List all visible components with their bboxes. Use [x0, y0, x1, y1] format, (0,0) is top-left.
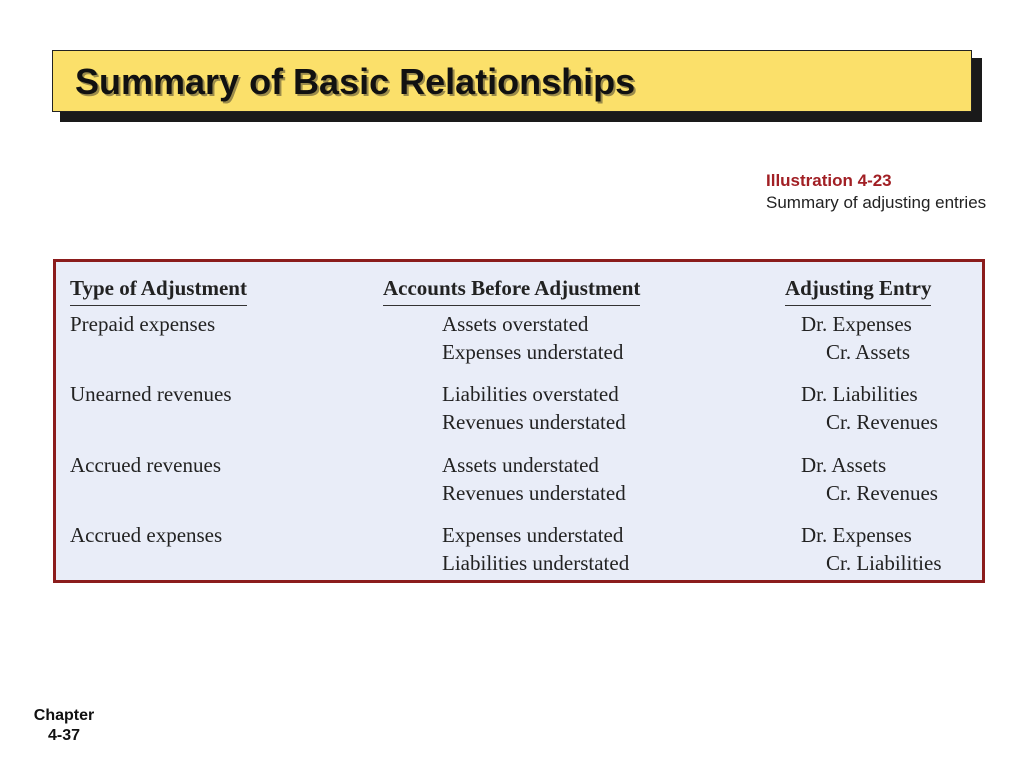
- row-credit-entry: Cr. Revenues: [826, 481, 938, 505]
- row-debit-entry: Dr. Liabilities: [801, 382, 918, 406]
- illustration-caption: Illustration 4-23 Summary of adjusting e…: [766, 170, 1006, 214]
- header-adjusting-entry: Adjusting Entry: [785, 276, 932, 306]
- header-accounts-before-adjustment: Accounts Before Adjustment: [383, 276, 641, 306]
- row-debit-entry: Dr. Expenses: [801, 523, 912, 547]
- row-account-line: Revenues understated: [442, 410, 626, 434]
- row-account-line: Liabilities overstated: [442, 382, 619, 406]
- header-type-of-adjustment: Type of Adjustment: [70, 276, 247, 306]
- illustration-text: Summary of adjusting entries: [766, 193, 987, 212]
- row-credit-entry: Cr. Assets: [826, 340, 911, 364]
- row-account-line: Expenses understated: [442, 523, 624, 547]
- row-type: Accrued revenues: [70, 453, 221, 477]
- slide-title: Summary of Basic Relationships: [75, 61, 636, 102]
- adjustments-table: Type of Adjustment Accounts Before Adjus…: [53, 259, 985, 583]
- footer-chapter-label: Chapter: [33, 707, 95, 724]
- row-type: Prepaid expenses: [70, 312, 216, 336]
- row-credit-entry: Cr. Liabilities: [826, 551, 942, 575]
- illustration-label: Illustration 4-23: [766, 171, 892, 190]
- row-debit-entry: Dr. Expenses: [801, 312, 912, 336]
- row-debit-entry: Dr. Assets: [801, 453, 887, 477]
- row-account-line: Liabilities understated: [442, 551, 630, 575]
- row-account-line: Assets overstated: [442, 312, 589, 336]
- chapter-footer: Chapter 4-37: [30, 706, 98, 746]
- footer-page-number: 4-37: [47, 727, 81, 744]
- row-account-line: Expenses understated: [442, 340, 624, 364]
- title-banner: Summary of Basic Relationships: [52, 50, 972, 112]
- row-account-line: Revenues understated: [442, 481, 626, 505]
- row-credit-entry: Cr. Revenues: [826, 410, 938, 434]
- row-account-line: Assets understated: [442, 453, 599, 477]
- row-type: Unearned revenues: [70, 382, 232, 406]
- row-type: Accrued expenses: [70, 523, 223, 547]
